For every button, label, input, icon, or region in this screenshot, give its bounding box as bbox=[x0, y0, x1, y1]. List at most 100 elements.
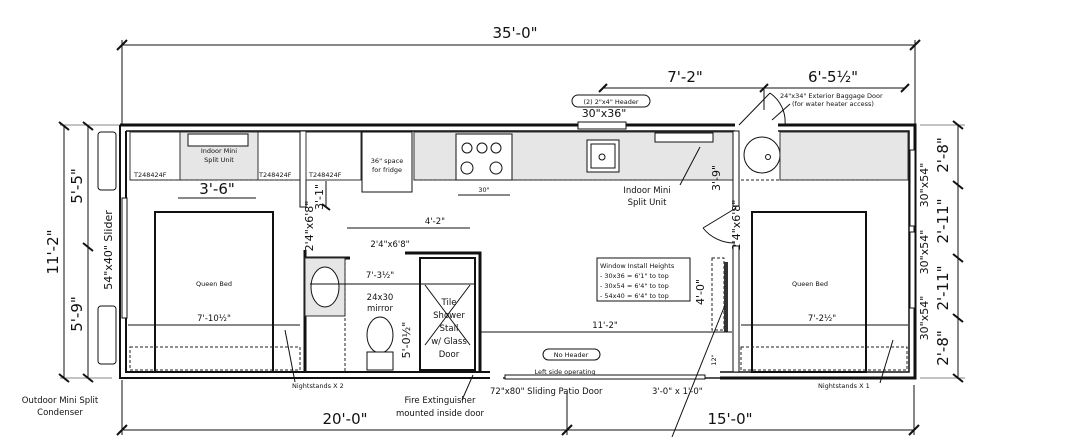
dim-text: 30" bbox=[478, 186, 489, 194]
label: Fire Extinguisher bbox=[404, 396, 476, 406]
window-label: 30"x54" bbox=[918, 230, 931, 275]
header-badge bbox=[571, 94, 651, 108]
bathroom bbox=[303, 250, 482, 372]
cabinet-label: T248424F bbox=[133, 171, 167, 179]
condenser-unit bbox=[97, 305, 117, 365]
dim-text: 2'-8" bbox=[934, 137, 952, 173]
cabinet-label: T248424F bbox=[258, 171, 292, 179]
door-label: 2'4"x6'8" bbox=[303, 201, 316, 252]
mini-split-unit bbox=[654, 132, 714, 143]
dimension-left: 11'-2" 5'-5" 5'-9" 54"x40" Slider bbox=[44, 121, 120, 383]
sliding-patio-door bbox=[504, 374, 706, 380]
mini-split-unit bbox=[187, 133, 249, 147]
label: No Header bbox=[554, 351, 589, 359]
dim-text: 12" bbox=[710, 354, 718, 365]
baggage-door bbox=[738, 92, 786, 126]
label: Tile bbox=[441, 298, 457, 308]
queen-bed-left bbox=[154, 211, 274, 373]
dim-text: 15'-0" bbox=[707, 410, 752, 428]
dim-text: 3'-0" x 1'-0" bbox=[652, 387, 703, 397]
window-label: 30"x54" bbox=[918, 296, 931, 341]
dimension-right: 2'-8" 2'-11" 2'-11" 2'-8" 30"x54" 30"x54… bbox=[918, 120, 965, 383]
bed-label: Queen Bed bbox=[196, 280, 232, 288]
label: Outdoor Mini Split bbox=[22, 396, 99, 406]
dim-text: 11'-2" bbox=[44, 229, 62, 274]
dim-text: 2'-8" bbox=[934, 330, 952, 366]
door-label: 2'4"x6'8" bbox=[730, 200, 743, 251]
dim-text: 4'-0" bbox=[694, 279, 707, 305]
note-title: Window Install Heights bbox=[600, 262, 675, 270]
partition-wall bbox=[299, 130, 307, 208]
door-label: 2'4"x6'8" bbox=[370, 240, 409, 250]
window bbox=[909, 149, 916, 227]
no-header-badge bbox=[542, 348, 601, 361]
nightstands bbox=[129, 346, 301, 371]
sink bbox=[310, 266, 340, 308]
note-line: - 30x54 = 6'4" to top bbox=[600, 282, 669, 290]
window-label: 54"x40" Slider bbox=[102, 210, 115, 290]
dim-text: 3'-1" bbox=[313, 184, 326, 210]
label: w/ Glass bbox=[431, 337, 467, 347]
dim-text: 7'-2½" bbox=[808, 314, 836, 324]
window-slider bbox=[121, 197, 128, 319]
dim-text: 4'-2" bbox=[425, 217, 445, 227]
closet bbox=[711, 257, 725, 331]
dim-text: 2'-11" bbox=[934, 198, 952, 243]
dim-text: 2'-11" bbox=[934, 265, 952, 310]
window-label: 30"x36" bbox=[582, 107, 627, 120]
dim-text: 7'-3½" bbox=[366, 271, 394, 281]
dim-text: 11'-2" bbox=[592, 321, 618, 331]
water-heater bbox=[743, 136, 781, 174]
label: Condenser bbox=[37, 408, 83, 418]
bedroom-door bbox=[702, 207, 737, 244]
window-label: 30"x54" bbox=[918, 163, 931, 208]
label: mounted inside door bbox=[396, 409, 485, 419]
cabinet-label: T248424F bbox=[308, 171, 342, 179]
label: 24x30 bbox=[367, 293, 394, 303]
label: (for water heater access) bbox=[792, 100, 874, 108]
window-kitchen bbox=[577, 121, 627, 130]
label: Indoor Mini bbox=[623, 186, 670, 196]
nightstands bbox=[740, 346, 908, 371]
dim-text: 7'-10½" bbox=[197, 314, 231, 324]
label: Split Unit bbox=[628, 198, 668, 208]
dim-text: 20'-0" bbox=[322, 410, 367, 428]
dim-text: 5'-5" bbox=[68, 168, 86, 204]
dim-text: 3'-9" bbox=[710, 165, 723, 191]
label: Indoor Mini bbox=[201, 147, 237, 155]
label: Door bbox=[439, 350, 460, 360]
label: Shower bbox=[433, 311, 465, 321]
fridge-space bbox=[361, 131, 413, 193]
closet-door bbox=[724, 262, 728, 332]
partition-wall bbox=[732, 130, 740, 207]
kitchen-sink bbox=[586, 139, 620, 173]
label: Nightstands X 2 bbox=[292, 382, 344, 390]
label: 24"x34" Exterior Baggage Door bbox=[780, 92, 883, 100]
label: 36" space bbox=[371, 157, 403, 165]
dim-text: 5'-0½" bbox=[400, 322, 413, 359]
toilet bbox=[366, 316, 394, 354]
dim-text: 6'-5½" bbox=[808, 68, 858, 86]
queen-bed-right bbox=[751, 211, 867, 373]
label: (2) 2"x4" Header bbox=[583, 98, 638, 106]
dim-text: 5'-9" bbox=[68, 296, 86, 332]
dim-text: 35'-0" bbox=[492, 24, 537, 42]
range bbox=[455, 133, 513, 181]
label: Nightstands X 1 bbox=[818, 382, 870, 390]
window bbox=[909, 231, 916, 309]
label: Left side operating bbox=[534, 368, 595, 376]
label: Stall bbox=[440, 324, 459, 334]
dim-text: 3'-6" bbox=[199, 180, 235, 198]
label: Split Unit bbox=[204, 156, 234, 164]
label: mirror bbox=[367, 304, 393, 314]
note-line: - 54x40 = 6'4" to top bbox=[600, 292, 669, 300]
shower-stall bbox=[419, 257, 476, 371]
dimension-overall-length: 35'-0" bbox=[116, 24, 921, 125]
pantry-cabinet bbox=[305, 131, 362, 181]
window-heights-note: Window Install Heights - 30x36 = 6'1" to… bbox=[596, 257, 691, 302]
door-label: 72"x80" Sliding Patio Door bbox=[490, 387, 603, 397]
bed-label: Queen Bed bbox=[792, 280, 828, 288]
dimension-bottom: 20'-0" 15'-0" bbox=[116, 380, 920, 436]
label: for fridge bbox=[372, 166, 402, 174]
